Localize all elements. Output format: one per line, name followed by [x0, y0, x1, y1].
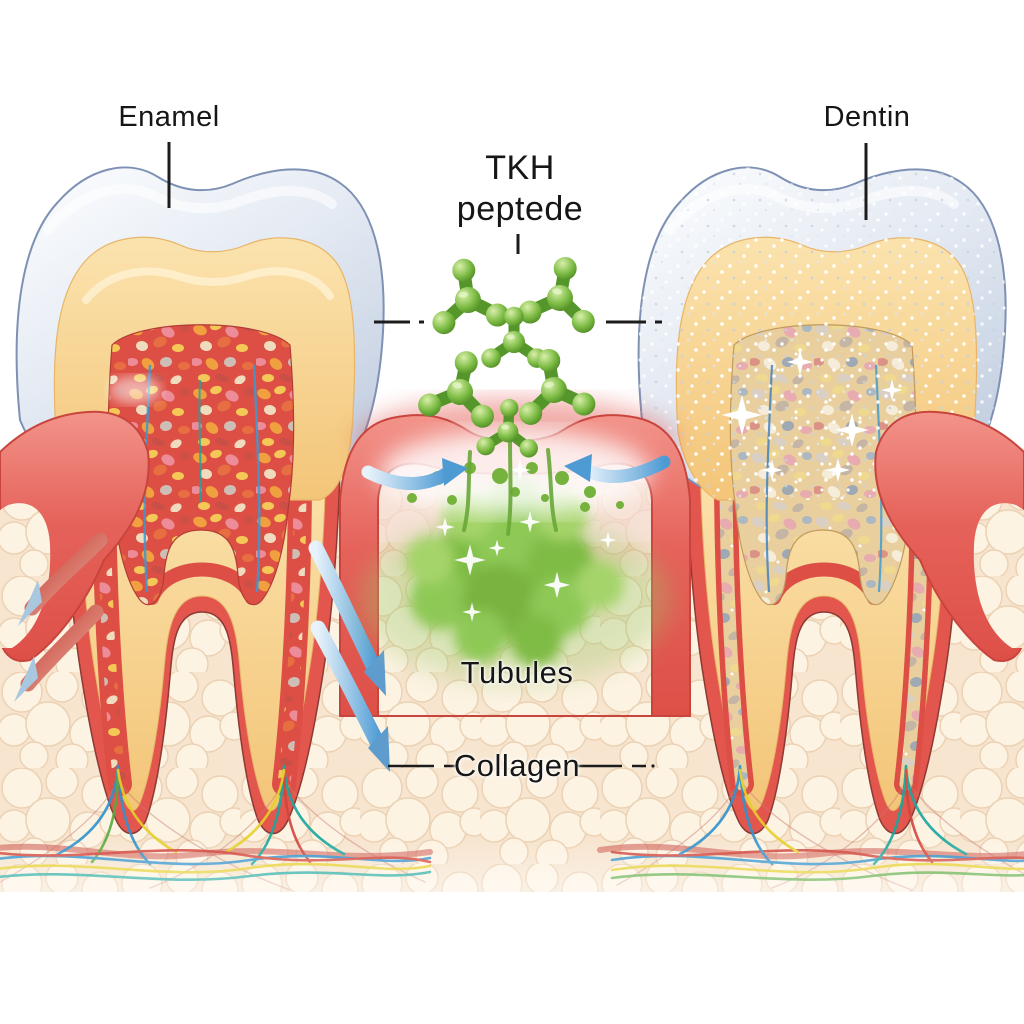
peptide-label: TKH peptede: [457, 148, 583, 230]
enamel-label: Enamel: [118, 101, 220, 133]
flow-arrows: [14, 532, 390, 772]
bottom-fade: [0, 840, 1024, 1024]
blue-inward-arrow-icon: [361, 465, 453, 490]
pointer-lines: [167, 142, 868, 768]
peptide-molecule-cluster: [416, 250, 605, 536]
collagen-label: Collagen: [453, 748, 581, 783]
peptide-foam: [360, 430, 670, 685]
peptide-label-line1: TKH: [485, 149, 555, 187]
blue-flow-arrow-icon: [308, 540, 390, 772]
peptide-label-line2: peptede: [456, 190, 584, 228]
red-flow-arrow-icon: [14, 532, 108, 702]
blue-inward-arrow-icon: [579, 455, 671, 484]
dentin-label: Dentin: [823, 101, 911, 133]
left-tooth-crown: [15, 166, 385, 606]
tubules-label: Tubules: [460, 655, 574, 690]
center-flow-arrows: [361, 454, 671, 490]
